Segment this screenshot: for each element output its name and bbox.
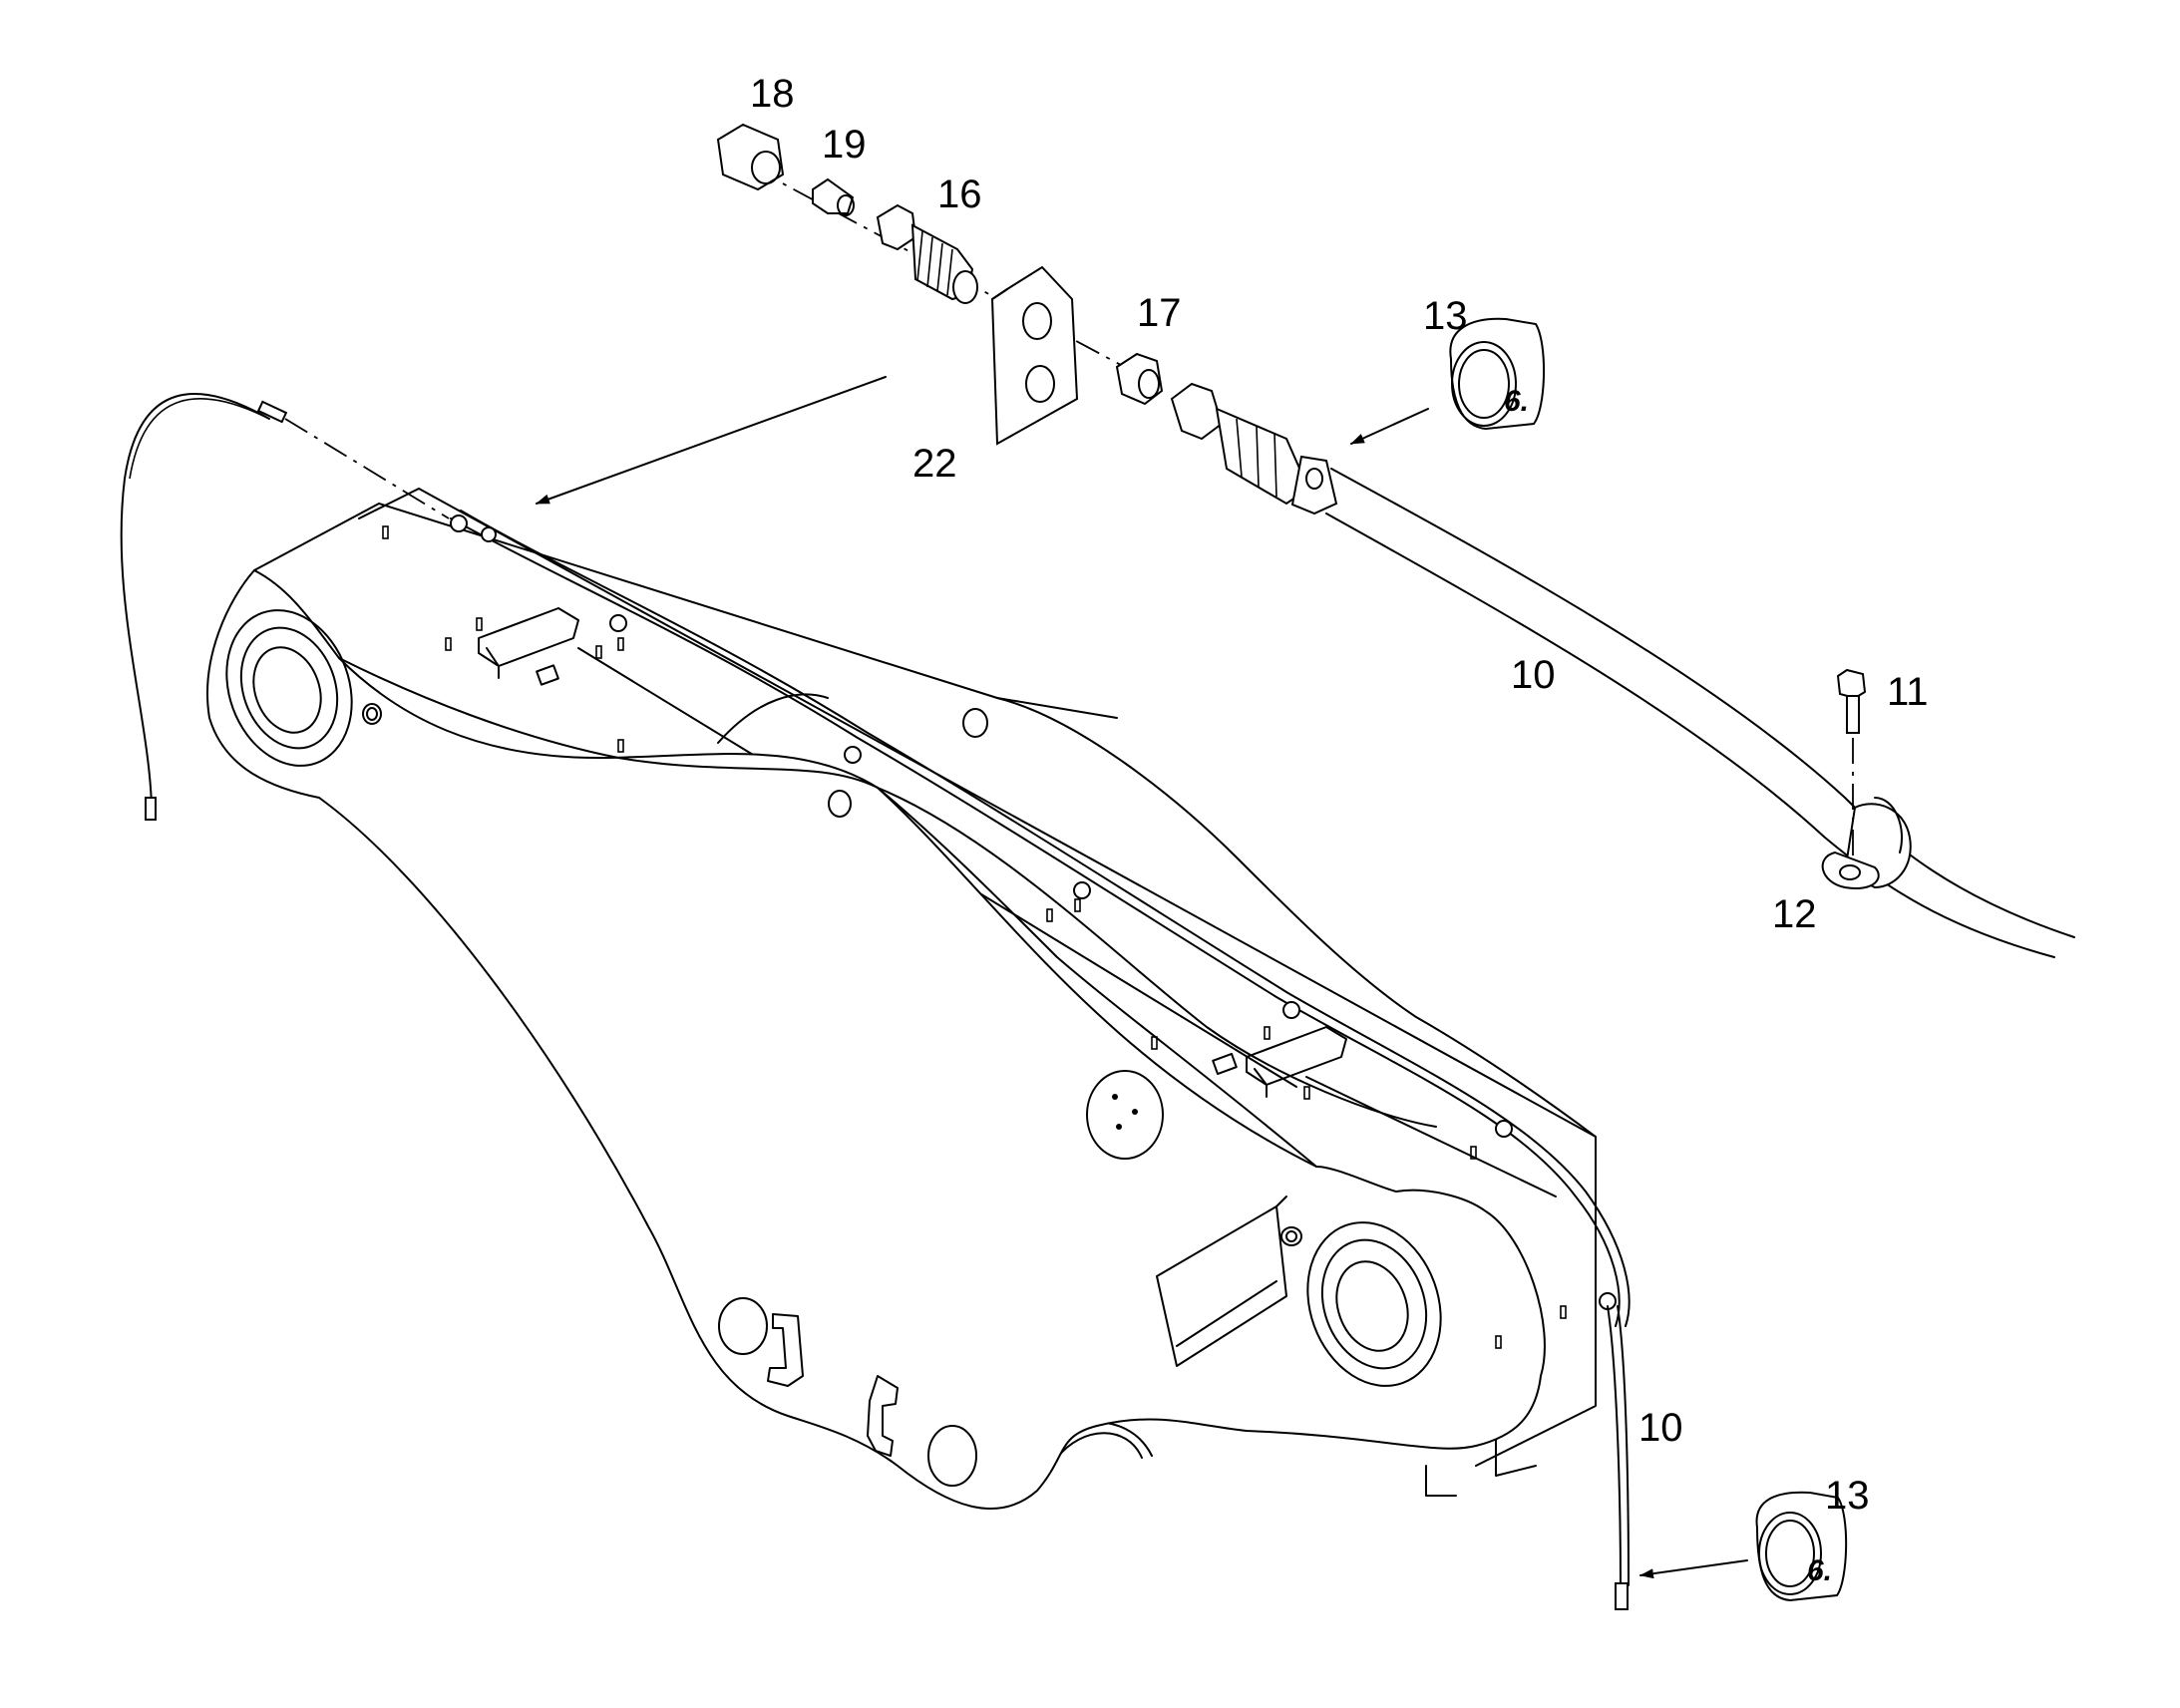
- hose-clamp: [1821, 797, 1912, 889]
- callout-10-bottom: 10: [1638, 1406, 1683, 1450]
- arrow-to-boom: [536, 376, 887, 505]
- hose-end-fitting: [1170, 382, 1338, 515]
- plug: [812, 177, 855, 216]
- cap-top-marking: 6.: [1504, 385, 1529, 418]
- cap-bottom: 6.: [1755, 1491, 1848, 1602]
- callout-22: 22: [912, 442, 957, 486]
- callout-11: 11: [1887, 670, 1929, 714]
- callout-12: 12: [1772, 892, 1817, 936]
- callout-13-top: 13: [1423, 294, 1468, 338]
- callout-18: 18: [750, 72, 795, 116]
- arrow-cap-bottom: [1639, 1559, 1748, 1579]
- arrow-cap-top: [1350, 408, 1429, 445]
- callout-13-bottom: 13: [1825, 1474, 1870, 1518]
- studs: [382, 525, 1567, 1349]
- lock-nut: [1115, 352, 1164, 406]
- fitting-detail: [716, 123, 2075, 958]
- callout-16: 16: [937, 172, 982, 216]
- bolt: [1836, 668, 1867, 857]
- cap-top: 6.: [1449, 317, 1546, 431]
- boom-arm: [206, 488, 1597, 1511]
- hose-assembly: [120, 393, 1631, 1610]
- bulkhead-fitting: [876, 203, 978, 304]
- cap-nut: [716, 123, 785, 191]
- callout-10-top: 10: [1511, 653, 1556, 697]
- callout-19: 19: [822, 123, 867, 167]
- cap-bottom-marking: 6.: [1807, 1554, 1832, 1587]
- mounting-bracket: [990, 265, 1079, 446]
- callout-17: 17: [1137, 291, 1182, 335]
